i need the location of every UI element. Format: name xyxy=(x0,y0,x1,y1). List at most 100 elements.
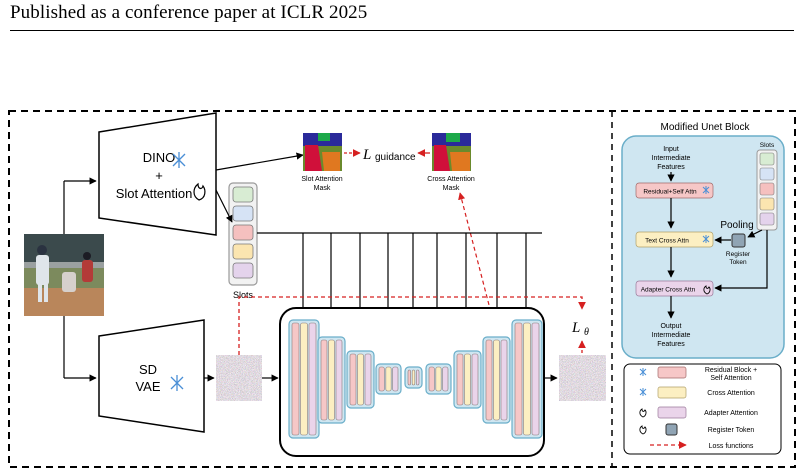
dino-plus: + xyxy=(155,168,163,183)
unet-block-8-layer-3 xyxy=(500,339,508,421)
legend: Residual Block + Self Attention Cross At… xyxy=(623,363,782,455)
unet-block-4-layer-2 xyxy=(385,366,392,392)
panel-slot-2 xyxy=(759,167,775,181)
unet-block-6-layer-1 xyxy=(428,366,435,392)
unet-block-4-layer-3 xyxy=(392,366,399,392)
unet-block-8-layer-2 xyxy=(493,339,500,421)
snowflake-icon xyxy=(639,388,647,396)
unet-block-1-layer-2 xyxy=(300,322,308,436)
adapter-cross-attn-box xyxy=(635,280,714,297)
unet-block-2-layer-1 xyxy=(320,339,328,421)
legend-residual-2: Self Attention xyxy=(710,375,751,382)
snowflake-icon xyxy=(702,235,710,243)
unet-block-3-layer-3 xyxy=(364,353,372,406)
unet-block-4-layer-1 xyxy=(378,366,385,392)
slot-4 xyxy=(232,243,254,260)
image-to-encoders xyxy=(63,177,97,382)
output-features-2: Intermediate xyxy=(652,332,691,339)
denoising-loss: L θ xyxy=(238,296,589,355)
dino-label: DINO xyxy=(143,150,176,165)
cross-mask-label-2: Mask xyxy=(443,185,460,192)
unet-block-7-layer-2 xyxy=(464,353,471,406)
unet-block-5-layer-3 xyxy=(416,369,420,386)
cross-mask-label-1: Cross Attention xyxy=(427,176,475,183)
unet-block-2-layer-2 xyxy=(328,339,335,421)
legend-swatch-register xyxy=(665,423,678,436)
register-label-2: Token xyxy=(729,259,747,266)
flame-icon xyxy=(639,425,647,435)
flame-icon xyxy=(193,182,206,201)
snowflake-icon xyxy=(172,152,186,168)
panel-slot-5 xyxy=(759,212,775,226)
unet-block-9-layer-3 xyxy=(531,322,540,436)
slot-attention-mask: Slot Attention Mask xyxy=(301,133,343,192)
page-header: Published as a conference paper at ICLR … xyxy=(10,2,368,23)
slot-2 xyxy=(232,205,254,222)
unet-block-3-layer-2 xyxy=(357,353,364,406)
loss-guidance-symbol: L xyxy=(362,147,371,163)
unet-block-5-layer-1 xyxy=(407,369,411,386)
pooling-label: Pooling xyxy=(720,220,753,231)
figure-frame xyxy=(8,110,796,468)
unet-block-8-layer-1 xyxy=(485,339,493,421)
slot-mask-label-2: Mask xyxy=(314,185,331,192)
slot-1 xyxy=(232,186,254,203)
slot-mask-label-1: Slot Attention xyxy=(301,176,342,183)
input-features-1: Input xyxy=(663,146,679,153)
dino-to-slots-arrow xyxy=(215,189,233,223)
unet-block-1-layer-1 xyxy=(291,322,300,436)
snowflake-icon xyxy=(702,186,710,194)
denoised-latent-output xyxy=(558,354,607,402)
unet-block-3-layer-1 xyxy=(349,353,357,406)
unet-block-6-layer-2 xyxy=(435,366,442,392)
slots-stack: Slots xyxy=(228,182,258,300)
residual-self-attn-label: Residual+Self Attn xyxy=(643,189,697,196)
unet-block-7-layer-3 xyxy=(471,353,479,406)
noisy-latent-input xyxy=(215,354,263,402)
legend-loss: Loss functions xyxy=(709,443,754,450)
loss-theta-symbol: L xyxy=(571,320,580,336)
text-cross-attn-box xyxy=(635,231,714,248)
unet-block-9-layer-1 xyxy=(514,322,523,436)
guidance-loss: L guidance xyxy=(344,147,430,163)
unet-block-9-layer-2 xyxy=(523,322,531,436)
output-features-3: Features xyxy=(657,341,685,348)
legend-register: Register Token xyxy=(708,427,755,434)
dino-encoder: DINO + Slot Attention xyxy=(98,112,217,236)
modified-unet-block: Input Intermediate Features Residual+Sel… xyxy=(621,135,785,359)
legend-swatch-adapter xyxy=(657,406,687,419)
slot-5 xyxy=(232,262,254,279)
loss-theta-subscript: θ xyxy=(584,327,589,338)
legend-adapter: Adapter Attention xyxy=(704,410,758,417)
legend-cross: Cross Attention xyxy=(707,390,755,397)
panel-slots-label: Slots xyxy=(760,142,775,149)
adapter-cross-attn-label: Adapter Cross Attn xyxy=(641,287,696,294)
unet-block-5-layer-2 xyxy=(411,369,416,386)
register-token xyxy=(731,233,746,248)
output-features-1: Output xyxy=(660,323,681,330)
register-label-1: Register xyxy=(726,251,751,258)
loss-guidance-subscript: guidance xyxy=(375,152,416,163)
snowflake-icon xyxy=(639,368,647,376)
slot-3 xyxy=(232,224,254,241)
input-image xyxy=(24,234,104,316)
unet-block-1-layer-3 xyxy=(308,322,317,436)
snowflake-icon xyxy=(170,375,184,391)
text-cross-attn-label: Text Cross Attn xyxy=(645,238,689,245)
panel-slot-1 xyxy=(759,152,775,166)
slot-attention-label: Slot Attention xyxy=(116,186,193,201)
panel-slot-4 xyxy=(759,197,775,211)
vae-label: VAE xyxy=(135,379,160,394)
cross-attention-mask: Cross Attention Mask xyxy=(427,133,475,192)
slots-label: Slots xyxy=(233,290,254,300)
header-rule xyxy=(10,30,794,31)
input-features-3: Features xyxy=(657,164,685,171)
legend-residual-1: Residual Block + xyxy=(705,367,757,374)
legend-swatch-residual xyxy=(657,366,687,379)
vae-encoder: SD VAE xyxy=(98,319,205,433)
legend-swatch-cross xyxy=(657,386,687,399)
unet-block-6-layer-3 xyxy=(442,366,449,392)
unet-block-2-layer-3 xyxy=(335,339,343,421)
dino-to-mask-arrow xyxy=(215,152,304,171)
